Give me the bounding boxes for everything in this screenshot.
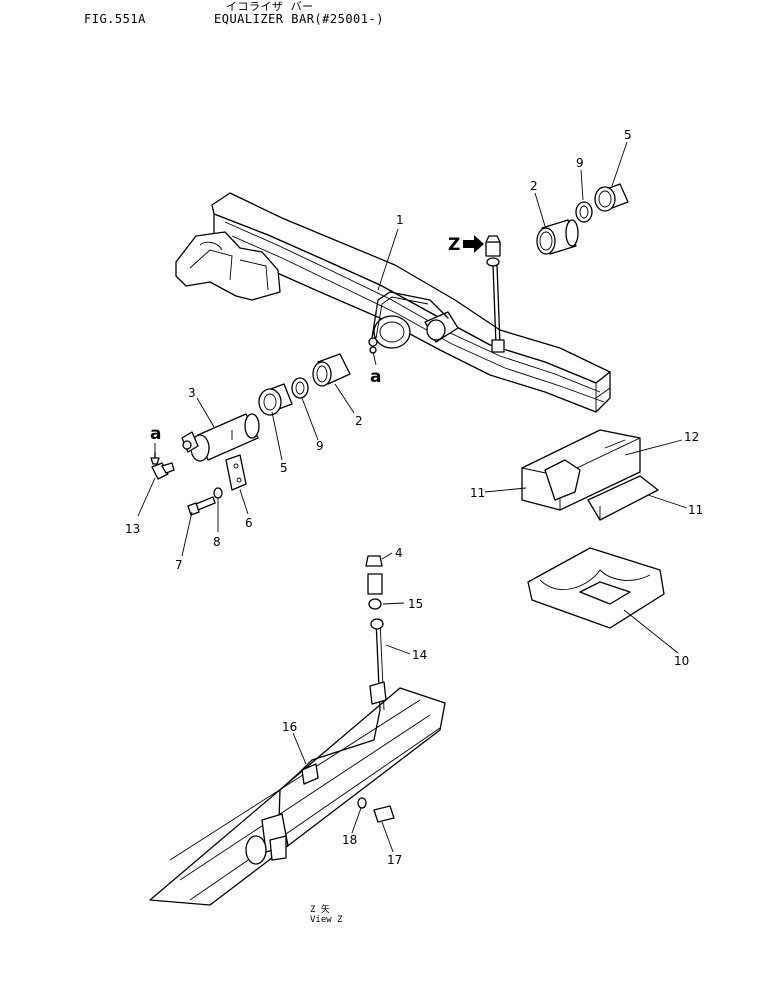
leader-lines [137, 141, 688, 853]
view-z-caption: Z 矢 View Z [310, 905, 343, 925]
equalizer-bar-part [175, 192, 611, 413]
grease-fitting-top [485, 235, 501, 267]
lock-plate-part [225, 454, 247, 491]
view-z-label: Z [448, 235, 460, 255]
callout-3: 3 [188, 386, 196, 400]
pin-part [181, 413, 260, 462]
view-z-detail [149, 555, 446, 906]
callout-17: 17 [387, 853, 402, 867]
saddle-assembly-upper [521, 429, 659, 521]
callout-16: 16 [282, 720, 297, 734]
flanged-bushing-upper [594, 183, 629, 212]
figure-number: FIG.551A [84, 12, 146, 26]
flanged-bushing-lower [258, 383, 293, 416]
callout-2-lower: 2 [355, 414, 363, 428]
seal-ring-lower [291, 377, 309, 399]
bushing-upper [536, 219, 579, 255]
callout-4: 4 [395, 546, 403, 560]
callout-9-upper: 9 [576, 156, 584, 170]
callout-15: 15 [408, 597, 423, 611]
callout-11-right: 11 [688, 503, 703, 517]
callout-8: 8 [213, 535, 221, 549]
view-z-caption-line2: View Z [310, 915, 343, 925]
callout-7: 7 [175, 558, 183, 572]
figure-title: EQUALIZER BAR(#25001-) [214, 12, 384, 26]
view-z-arrow [463, 235, 484, 253]
bolt-part-7 [187, 496, 216, 516]
washer-part [213, 487, 223, 499]
callout-5-lower: 5 [280, 461, 288, 475]
callout-1: 1 [396, 213, 404, 227]
japanese-title: イコライザ バー [226, 0, 314, 13]
callout-10: 10 [674, 654, 689, 668]
marker-a-left: a [150, 424, 161, 444]
callout-9-lower: 9 [316, 439, 324, 453]
grease-fitting-13 [150, 451, 175, 480]
marker-a-top: a [370, 367, 381, 387]
callout-2-upper: 2 [530, 179, 538, 193]
callout-14: 14 [412, 648, 427, 662]
saddle-part-10 [527, 547, 665, 629]
callout-13: 13 [125, 522, 140, 536]
callout-18: 18 [342, 833, 357, 847]
view-z-caption-line1: Z 矢 [310, 905, 330, 915]
callout-12: 12 [684, 430, 699, 444]
bushing-lower [312, 353, 351, 387]
callout-5-upper: 5 [624, 128, 632, 142]
seal-ring-upper [575, 201, 593, 223]
callout-11-left: 11 [470, 486, 485, 500]
callout-6: 6 [245, 516, 253, 530]
